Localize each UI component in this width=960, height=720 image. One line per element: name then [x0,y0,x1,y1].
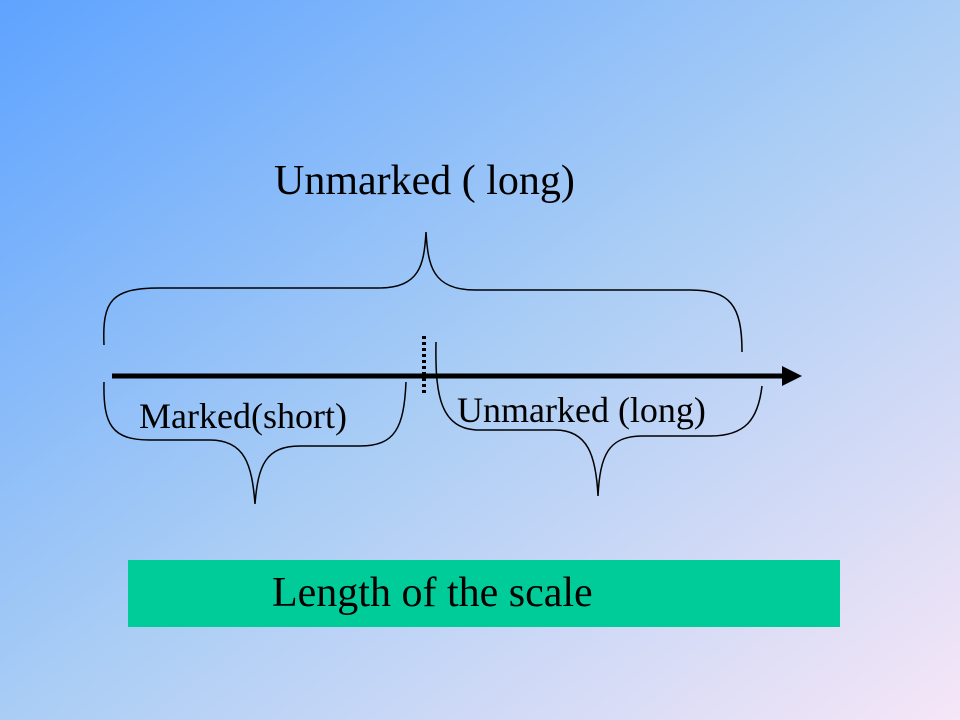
caption-box: Length of the scale [128,560,840,627]
right-segment-label: Unmarked (long) [457,390,706,430]
left-segment-label: Marked(short) [139,396,347,436]
left-lower-brace [103,381,407,505]
caption-text: Length of the scale [272,570,593,616]
scale-axis-arrowhead [782,366,802,386]
top-brace [103,231,743,353]
top-brace-label: Unmarked ( long) [274,158,575,204]
right-lower-brace [435,341,763,497]
